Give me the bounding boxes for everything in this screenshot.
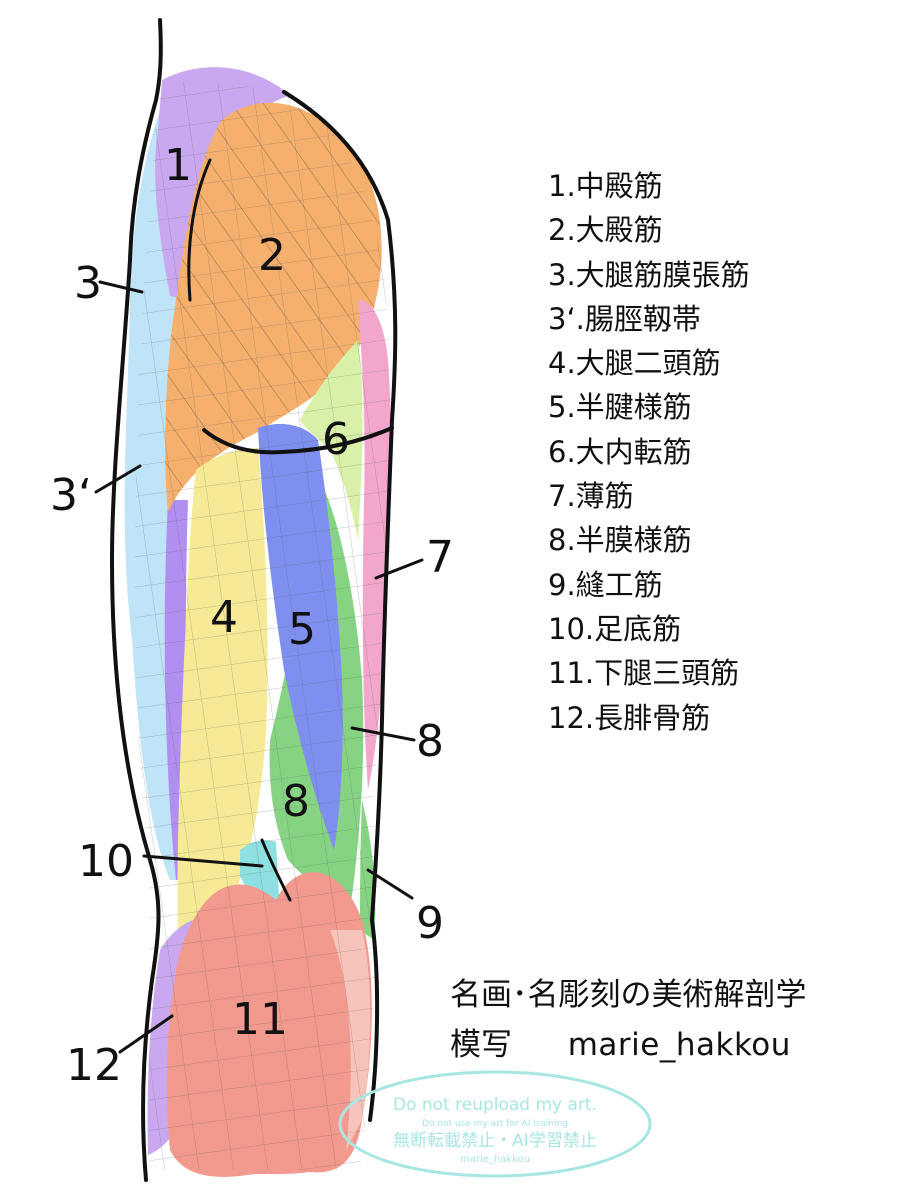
leader-7 [374,558,424,580]
muscle-legend: 1.中殿筋 2.大殿筋 3.大腿筋膜張筋 3‘.腸脛靱帯 4.大腿二頭筋 5.半… [548,164,750,740]
credit-copy-label: 模写 [450,1027,512,1063]
label-10: 10 [78,836,134,887]
label-4: 4 [210,592,238,643]
outline-right [282,90,398,1122]
legend-item: 9.縫工筋 [548,567,663,602]
legend-item: 3.大腿筋膜張筋 [548,257,750,292]
contour-grid-overlay [134,80,393,1170]
sketch-outlines [110,18,398,1182]
figure-numbers: 1 2 3 3‘ 4 5 6 7 8 8 9 10 11 12 [50,140,454,1091]
label-8-right: 8 [416,716,444,767]
leader-12 [118,1014,174,1054]
watermark-ellipse [338,1070,652,1178]
legend-item: 5.半腱様筋 [548,390,692,425]
watermark-stamp: Do not reupload my art. Do not use my ar… [338,1070,652,1178]
watermark-line-1: Do not reupload my art. [393,1095,597,1115]
leader-3 [98,280,144,294]
legend-item: 6.大内転筋 [548,434,692,469]
legend-item: 10.足底筋 [548,611,682,646]
credit-author-line: 模写 marie_hakkou [450,1020,807,1070]
legend-item: 12.長腓骨筋 [548,700,711,735]
outline-gluteal-fold [202,426,394,455]
watermark-line-4: marie_hakkou [460,1154,530,1165]
leader-9 [366,868,414,900]
label-11: 11 [232,994,288,1045]
legend-item: 2.大殿筋 [548,213,663,248]
credit-handle: marie_hakkou [567,1027,791,1063]
outline-glute-medius-edge [187,158,212,302]
watermark-line-2: Do not use my art for AI training [422,1119,568,1129]
label-1: 1 [164,140,192,191]
outline-left [110,18,163,1182]
label-7: 7 [426,532,454,583]
label-3: 3 [74,258,102,309]
label-3-prime: 3‘ [50,470,92,521]
label-8-inner: 8 [282,776,310,827]
leader-3p [94,464,142,494]
label-5: 5 [288,604,316,655]
leader-10 [142,854,264,868]
credit-block: 名画･名彫刻の美術解剖学 模写 marie_hakkou [450,970,807,1070]
legend-item: 7.薄筋 [548,479,634,514]
label-2: 2 [258,230,286,281]
leader-8 [350,726,416,742]
watermark-line-3: 無断転載禁止・AI学習禁止 [393,1131,597,1151]
label-9: 9 [416,898,444,949]
label-6: 6 [322,414,350,465]
muscle-shapes [124,67,393,1177]
legend-item: 11.下腿三頭筋 [548,656,740,691]
legend-item: 4.大腿二頭筋 [548,346,721,381]
legend-item: 3‘.腸脛靱帯 [548,301,701,336]
legend-item: 8.半膜様筋 [548,523,692,558]
legend-item: 1.中殿筋 [548,169,663,203]
outline-popliteal [260,838,292,902]
credit-source-title: 名画･名彫刻の美術解剖学 [450,977,807,1013]
leader-lines [94,280,424,1054]
label-12: 12 [66,1040,122,1091]
